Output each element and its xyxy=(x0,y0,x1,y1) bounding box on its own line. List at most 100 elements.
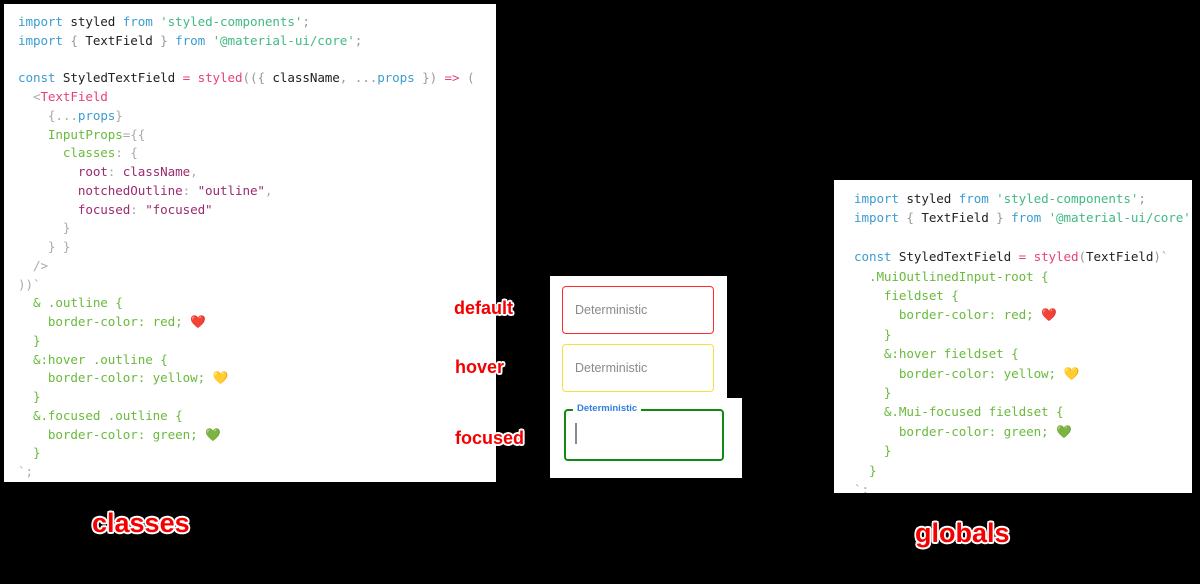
textfield-focused[interactable]: Deterministic xyxy=(564,402,724,461)
code-line: import styled from 'styled-components'; xyxy=(854,189,1182,208)
code-line: border-color: green; 💚 xyxy=(854,422,1182,441)
code-token: styled xyxy=(197,70,243,86)
code-token: (( xyxy=(242,70,258,86)
textfield-hover[interactable]: Deterministic xyxy=(562,344,714,392)
code-token: < xyxy=(18,89,41,104)
code-token: import xyxy=(18,14,71,29)
code-token: styled xyxy=(906,191,959,206)
code-line xyxy=(18,51,486,70)
code-token: } xyxy=(854,462,877,478)
code-token: classes xyxy=(18,145,116,161)
code-token: fieldset { xyxy=(854,288,959,304)
code-line: {...props} xyxy=(18,107,486,126)
code-token: { xyxy=(70,32,78,48)
code-line: const StyledTextField = styled(({ classN… xyxy=(18,69,486,88)
code-token: { xyxy=(130,145,138,161)
code-token: )` xyxy=(1153,249,1169,265)
code-line: } xyxy=(854,383,1182,402)
annotation-default: default xyxy=(454,298,514,318)
code-token: styled xyxy=(70,14,123,29)
code-token: from xyxy=(167,32,213,48)
code-token: 💛 xyxy=(1063,365,1080,381)
code-token: } xyxy=(996,210,1004,226)
code-line xyxy=(854,228,1182,247)
code-token: ... xyxy=(354,70,378,86)
code-panel-globals: import styled from 'styled-components';i… xyxy=(834,180,1192,493)
code-token: { xyxy=(18,107,56,123)
code-token: TextField xyxy=(40,89,108,104)
code-token: } xyxy=(854,326,892,342)
textfield-default-text: Deterministic xyxy=(575,303,648,317)
code-token: const xyxy=(854,249,899,265)
code-token: import xyxy=(18,32,71,48)
code-line: `; xyxy=(854,480,1182,493)
code-token: notchedOutline xyxy=(18,182,183,198)
code-token: border-color: green; xyxy=(854,423,1057,439)
code-token: 💛 xyxy=(212,370,229,386)
code-line: import { TextField } from '@material-ui/… xyxy=(18,32,486,51)
code-token: '@material-ui/core' xyxy=(1048,210,1191,226)
code-token: ; xyxy=(1138,191,1146,206)
code-token: ( xyxy=(1078,249,1087,265)
code-line: <TextField xyxy=(18,88,486,107)
code-token: : xyxy=(182,182,198,198)
textfield-default[interactable]: Deterministic xyxy=(562,286,714,334)
code-token: props xyxy=(377,70,415,86)
code-token: : xyxy=(115,145,131,161)
code-token: const xyxy=(18,70,63,86)
code-line: border-color: yellow; 💛 xyxy=(854,364,1182,383)
code-token: , xyxy=(190,164,198,179)
code-token: 💚 xyxy=(1056,423,1072,439)
code-token: ( xyxy=(467,70,475,86)
code-panel-classes: import styled from 'styled-components';i… xyxy=(4,4,496,482)
code-token: from xyxy=(1003,210,1049,226)
code-token: } xyxy=(18,332,41,348)
code-token: = xyxy=(122,126,131,142)
code-token: root xyxy=(18,164,108,179)
code-token: &.Mui-focused fieldset { xyxy=(854,404,1064,420)
code-token: &.focused .outline { xyxy=(18,407,183,423)
code-token: StyledTextField xyxy=(62,70,183,86)
code-line: import styled from 'styled-components'; xyxy=(18,13,486,32)
code-block-classes: import styled from 'styled-components';i… xyxy=(18,13,486,482)
annotation-hover: hover xyxy=(455,357,505,377)
code-line: } xyxy=(854,441,1182,460)
code-token: border-color: red; xyxy=(18,314,191,329)
code-token: => xyxy=(437,70,468,86)
code-token: TextField xyxy=(77,32,161,48)
code-line: classes: { xyxy=(18,144,486,163)
code-token: from xyxy=(958,191,997,206)
code-token: border-color: green; xyxy=(18,426,206,442)
code-token: props xyxy=(77,107,116,123)
annotation-classes-title: classes xyxy=(92,508,190,538)
code-line: .MuiOutlinedInput-root { xyxy=(854,267,1182,286)
code-line: } xyxy=(18,332,486,351)
annotation-focused: focused xyxy=(455,428,525,448)
code-token: : xyxy=(130,201,146,217)
code-token: TextField xyxy=(1085,249,1154,265)
code-line: border-color: red; ❤️ xyxy=(854,305,1182,324)
code-token: className xyxy=(264,70,340,86)
code-token: className xyxy=(122,164,191,179)
code-token: ... xyxy=(55,107,78,123)
code-line: InputProps={{ xyxy=(18,126,486,145)
code-token: border-color: red; xyxy=(854,307,1042,323)
textfield-focused-outline xyxy=(564,409,724,461)
code-token: : xyxy=(107,164,123,179)
code-token: ; xyxy=(302,14,310,29)
code-line: &.focused .outline { xyxy=(18,407,486,426)
annotation-globals-title: globals xyxy=(915,518,1010,548)
code-token: = xyxy=(182,70,198,86)
code-line: } xyxy=(18,388,486,407)
code-token: .MuiOutlinedInput-root { xyxy=(854,268,1049,284)
code-line: `; xyxy=(18,463,486,482)
code-token: } xyxy=(854,385,892,401)
code-line: } xyxy=(854,461,1182,480)
code-line: border-color: green; 💚 xyxy=(18,426,486,445)
code-token: ; xyxy=(1191,210,1192,225)
code-line: &.Mui-focused fieldset { xyxy=(854,402,1182,421)
code-line: } xyxy=(18,444,486,463)
code-token: ❤️ xyxy=(190,314,206,329)
code-token: {{ xyxy=(130,126,146,142)
code-token: } } xyxy=(18,239,71,254)
